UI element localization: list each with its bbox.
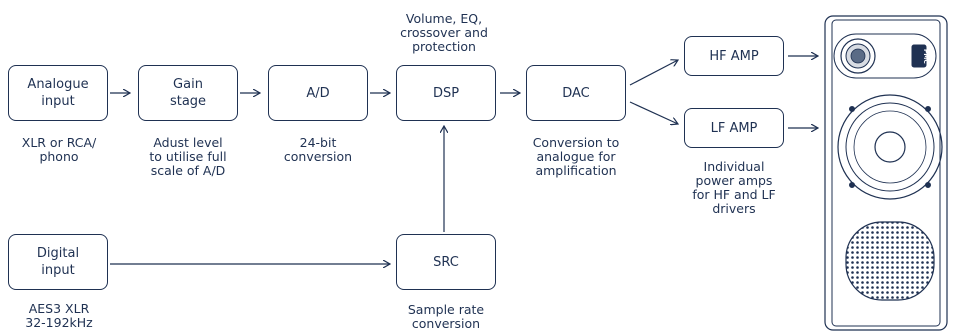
dsp-caption: Volume, EQ, crossover and protection <box>400 11 488 54</box>
hf-amp-box: HF AMP <box>684 36 784 76</box>
gain-stage-caption: Adust level to utilise full scale of A/D <box>149 135 227 178</box>
arrow-dac-to-hf <box>629 60 678 86</box>
lf-amp-box: LF AMP <box>684 108 784 148</box>
ad-caption: 24-bit conversion <box>283 135 353 164</box>
speaker-badge: PMC <box>922 48 929 64</box>
digital-input-caption: AES3 XLR 32-192kHz <box>25 301 93 330</box>
dac-caption: Conversion to analogue for amplification <box>532 135 620 178</box>
gain-stage-box: Gain stage <box>138 65 238 121</box>
dac-box: DAC <box>526 65 626 121</box>
lf-amp-caption: Individual power amps for HF and LF driv… <box>692 159 776 216</box>
arrow-dac-to-lf <box>629 101 678 124</box>
analogue-input-box: Analogue input <box>8 65 108 121</box>
dsp-box: DSP <box>396 65 496 121</box>
ad-box: A/D <box>268 65 368 121</box>
digital-input-box: Digital input <box>8 234 108 290</box>
src-caption: Sample rate conversion <box>407 302 485 331</box>
analogue-input-caption: XLR or RCA/ phono <box>21 135 97 164</box>
src-box: SRC <box>396 234 496 290</box>
speaker-illustration <box>824 15 948 331</box>
